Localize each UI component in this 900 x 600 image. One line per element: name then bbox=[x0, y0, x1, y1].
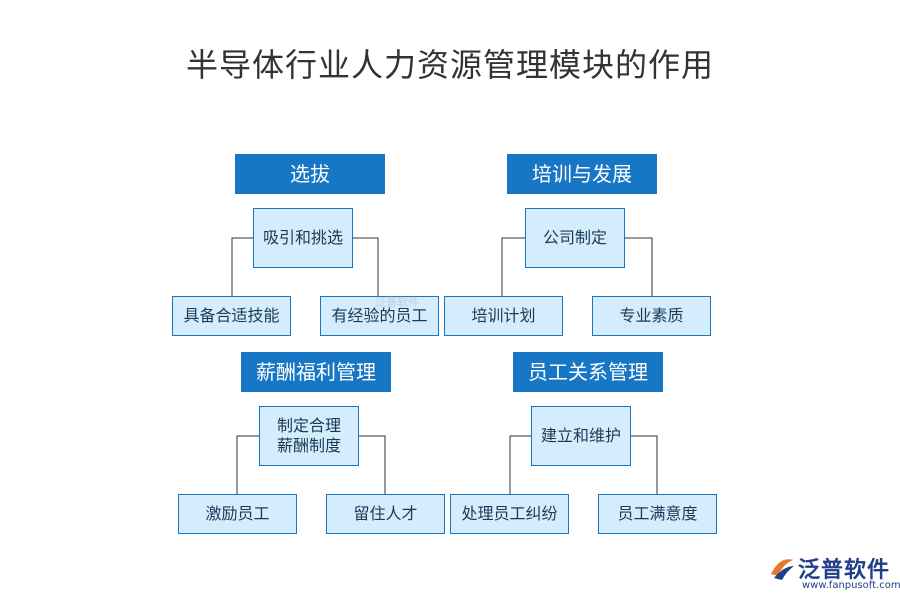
node-label: 员工满意度 bbox=[617, 504, 698, 523]
brand-logo: 泛普软件 www.fanpusoft.com bbox=[768, 552, 900, 596]
brand-logo-url: www.fanpusoft.com bbox=[802, 580, 900, 591]
watermark-text: 泛普软件 bbox=[375, 296, 419, 309]
leaf-node: 员工满意度 bbox=[598, 494, 717, 534]
connector-left bbox=[236, 435, 259, 494]
connector-left bbox=[501, 237, 526, 296]
node-label: 有经验的员工 bbox=[331, 306, 428, 325]
center-node: 建立和维护 bbox=[531, 406, 631, 466]
node-label: 建立和维护 bbox=[540, 426, 621, 445]
connector-right bbox=[359, 435, 386, 494]
leaf-node: 培训计划 bbox=[444, 296, 563, 336]
leaf-node: 具备合适技能 bbox=[172, 296, 291, 336]
connector-left bbox=[509, 435, 531, 494]
leaf-node: 激励员工 bbox=[178, 494, 297, 534]
center-node: 制定合理 薪酬制度 bbox=[259, 406, 359, 466]
leaf-node: 留住人才 bbox=[326, 494, 445, 534]
node-label: 激励员工 bbox=[205, 504, 270, 523]
section-heading: 薪酬福利管理 bbox=[241, 352, 391, 392]
connector-right bbox=[630, 435, 658, 494]
page-title: 半导体行业人力资源管理模块的作用 bbox=[185, 46, 714, 84]
leaf-node: 专业素质 bbox=[592, 296, 711, 336]
node-label: 处理员工纠纷 bbox=[461, 504, 558, 523]
node-label-line1: 制定合理 bbox=[276, 416, 341, 435]
connector-right bbox=[352, 237, 379, 296]
node-label: 专业素质 bbox=[619, 306, 684, 325]
section-heading: 员工关系管理 bbox=[513, 352, 663, 392]
section-heading: 选拔 bbox=[235, 154, 385, 194]
leaf-node: 有经验的员工 bbox=[320, 296, 439, 336]
leaf-node: 处理员工纠纷 bbox=[450, 494, 569, 534]
connector-right bbox=[624, 237, 653, 296]
node-label: 具备合适技能 bbox=[183, 306, 280, 325]
node-label: 留住人才 bbox=[353, 504, 418, 523]
brand-logo-name: 泛普软件 bbox=[798, 558, 891, 583]
node-label: 公司制定 bbox=[542, 228, 607, 247]
node-label-line2: 薪酬制度 bbox=[276, 436, 341, 455]
node-label: 吸引和挑选 bbox=[262, 228, 343, 247]
center-node: 吸引和挑选 bbox=[253, 208, 353, 268]
section-heading: 培训与发展 bbox=[507, 154, 657, 194]
brand-logo-icon bbox=[771, 559, 794, 580]
node-label: 培训计划 bbox=[471, 306, 536, 325]
connector-left bbox=[231, 237, 253, 296]
center-node: 公司制定 bbox=[525, 208, 625, 268]
